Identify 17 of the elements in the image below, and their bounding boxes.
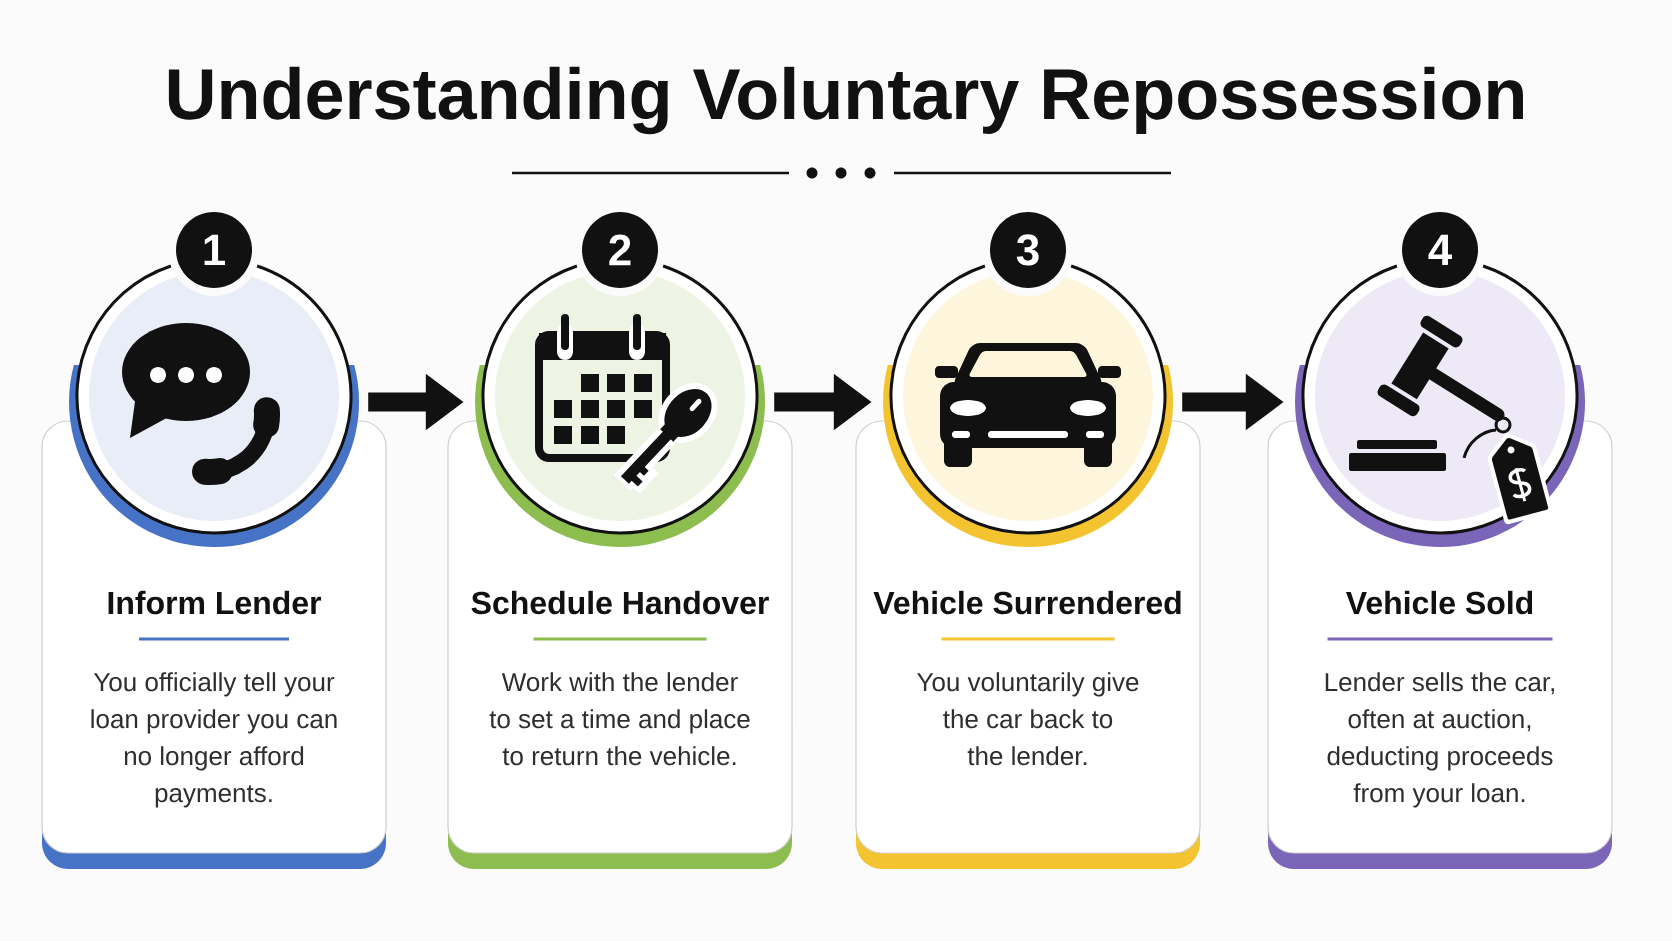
- number-badge: 1: [176, 212, 252, 288]
- step-description: You officially tell your loan provider you can no longer afford payments.: [91, 672, 337, 808]
- number-badge: 4: [1402, 212, 1478, 288]
- step-description: You voluntarily give the car back to the lender.: [917, 672, 1139, 766]
- icon-circle: [69, 264, 360, 547]
- step-title: Vehicle Sold: [1346, 590, 1533, 615]
- step-description: Work with the lender to set a time and place to return the vehicle.: [489, 672, 750, 766]
- step-title: Inform Lender: [108, 590, 322, 615]
- icon-circle: [1295, 264, 1586, 547]
- step-title: Vehicle Surrendered: [873, 590, 1181, 615]
- step-description: Lender sells the car, often at auction, deducting proceeds from your loan.: [1325, 672, 1554, 808]
- step-title: Schedule Handover: [471, 590, 769, 615]
- icon-circle: [883, 264, 1174, 547]
- number-badge: 3: [990, 212, 1066, 288]
- title: Understanding Voluntary Repossession: [168, 66, 1523, 135]
- number-badge: 2: [582, 212, 658, 288]
- icon-circle: [475, 264, 766, 547]
